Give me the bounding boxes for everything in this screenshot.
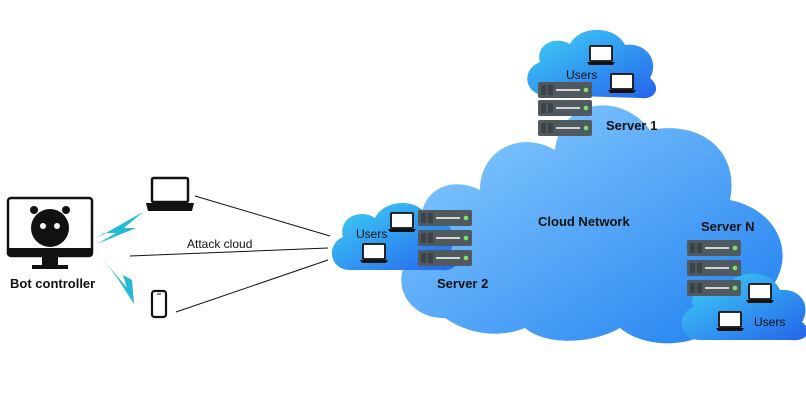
server-rack-icon: [417, 209, 473, 267]
server-rack-icon: [686, 239, 742, 297]
smartphone-icon: [150, 289, 168, 319]
server-n-label: Server N: [701, 219, 755, 234]
attack-line-laptop: [194, 195, 331, 237]
server-2-users-label: Users: [356, 227, 388, 241]
server-rack-icon: [537, 81, 593, 137]
server-2-label: Server 2: [437, 276, 489, 291]
attack-lines: [129, 195, 331, 313]
cloud-network-label: Cloud Network: [538, 214, 630, 229]
bot-monitor-icon: [6, 196, 94, 269]
bot-controller-label: Bot controller: [10, 276, 96, 291]
attack-cloud-label: Attack cloud: [187, 237, 253, 251]
server-n-users-label: Users: [754, 315, 786, 329]
attack-line-bot: [129, 247, 329, 257]
server-1-label: Server 1: [606, 118, 658, 133]
attack-line-phone: [175, 259, 329, 313]
lightning-icon: [97, 212, 143, 304]
laptop-icon: [146, 176, 194, 211]
server-1-users-label: Users: [566, 68, 598, 82]
